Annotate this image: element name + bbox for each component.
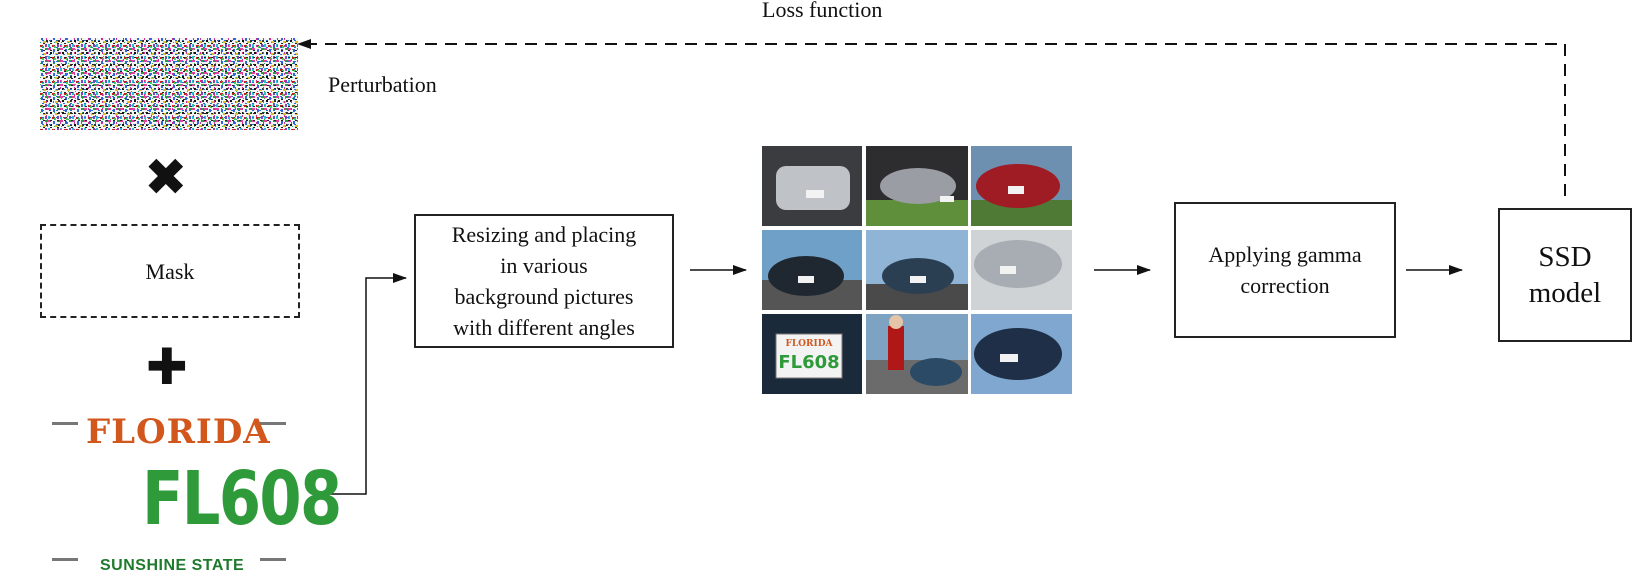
perturbation-label: Perturbation xyxy=(328,72,437,97)
loss-function-label: Loss function xyxy=(762,0,883,22)
mask-box: Mask xyxy=(40,224,300,318)
loss-feedback-line xyxy=(297,39,1566,196)
plate-bracket-bl xyxy=(52,558,78,561)
gamma-line-2: correction xyxy=(1240,273,1330,298)
plate-motto-text: SUNSHINE STATE xyxy=(100,557,245,574)
gamma-line-1: Applying gamma xyxy=(1208,242,1362,267)
resize-placing-box: Resizing and placing in various backgrou… xyxy=(414,214,674,348)
gamma-correction-box: Applying gamma correction xyxy=(1174,202,1396,338)
resize-line-4: with different angles xyxy=(453,315,635,340)
mask-label: Mask xyxy=(145,258,195,284)
multiply-icon: ✖ xyxy=(144,148,188,208)
grid-plate-number: FL608 xyxy=(778,352,839,373)
perturbation-noise-image xyxy=(40,38,298,130)
plate-bracket-tr xyxy=(260,422,286,425)
resize-line-3: background pictures xyxy=(454,284,634,309)
grid-plate-state: FLORIDA xyxy=(785,339,833,349)
plus-icon: ✚ xyxy=(146,338,188,396)
ssd-line-2: model xyxy=(1528,277,1602,309)
plate-state-text: FLORIDA xyxy=(86,412,271,452)
resize-line-1: Resizing and placing xyxy=(451,222,637,247)
license-plate: FLORIDA FL608 SUNSHINE STATE xyxy=(50,412,342,580)
plate-to-resize-connector xyxy=(326,273,407,495)
resize-line-2: in various xyxy=(500,253,588,278)
ssd-line-1: SSD xyxy=(1538,241,1592,273)
car-photo-grid: FLORIDA FL608 xyxy=(762,146,1072,394)
ssd-model-box: SSD model xyxy=(1498,208,1632,342)
plate-bracket-br xyxy=(260,558,286,561)
plate-bracket-tl xyxy=(52,422,78,425)
plate-number-text: FL608 xyxy=(142,456,342,542)
